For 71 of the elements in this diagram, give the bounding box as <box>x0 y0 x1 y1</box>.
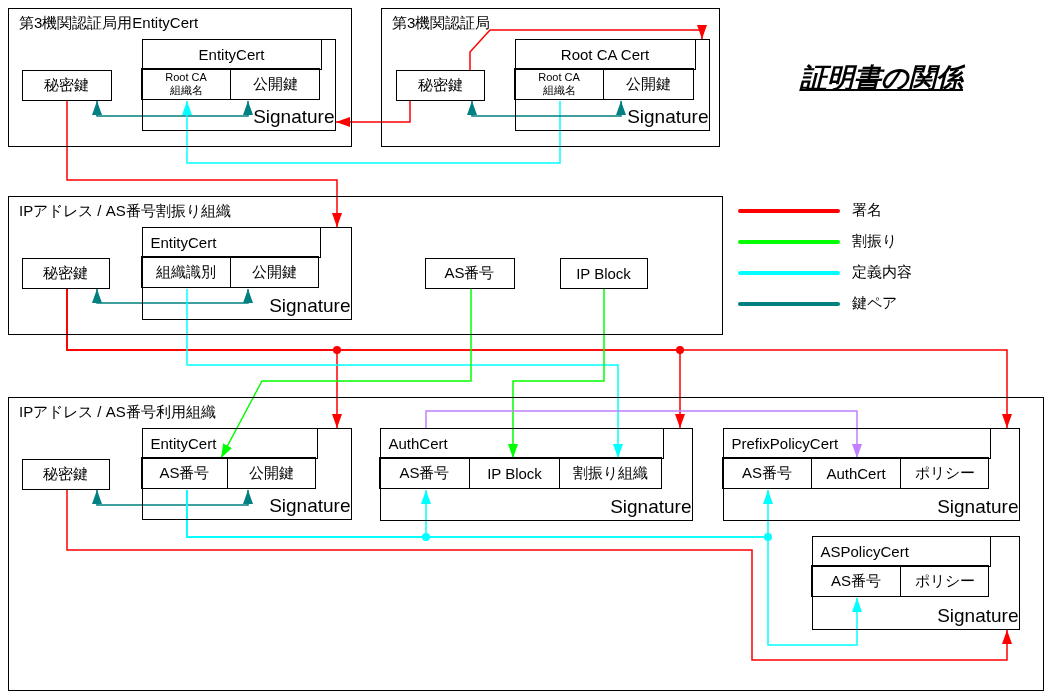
legend-label: 割振り <box>852 232 897 251</box>
panel-heading: 第3機関認証局用EntityCert <box>19 14 199 33</box>
connector-arrow <box>425 410 862 459</box>
field-box: Root CA 組織名 <box>514 68 604 100</box>
signature-label: Signature <box>253 105 335 128</box>
connector-arrow <box>220 288 472 459</box>
connector-arrow <box>469 25 707 71</box>
connector-arrow <box>182 100 561 164</box>
panel-heading: IPアドレス / AS番号利用組織 <box>19 403 216 422</box>
diagram-title: 証明書の関係 <box>800 62 963 95</box>
certificate-header: ASPolicyCert <box>812 536 991 567</box>
certificate-box <box>811 535 1020 630</box>
certificate-header: EntityCert <box>142 227 321 258</box>
legend-label: 署名 <box>852 201 882 220</box>
field-box: 公開鍵 <box>230 68 320 100</box>
field-box: AS番号 <box>141 457 228 489</box>
signature-label: Signature <box>627 105 709 128</box>
field-box: AS番号 <box>379 457 470 489</box>
connector-arrow <box>508 288 605 459</box>
signature-label: Signature <box>269 494 351 517</box>
certificate-box <box>379 427 693 521</box>
certificate-header: AuthCert <box>380 428 664 459</box>
connector-arrow <box>335 100 411 127</box>
connector-arrow <box>92 489 253 506</box>
private-key-box: 秘密鍵 <box>395 69 485 101</box>
organization-panel <box>8 397 1044 691</box>
organization-panel <box>381 8 720 147</box>
legend-label: 鍵ペア <box>852 294 897 313</box>
field-box: AuthCert <box>811 457 901 489</box>
panel-heading: 第3機関認証局 <box>392 14 491 33</box>
connector-arrow <box>92 100 253 117</box>
certificate-box <box>514 38 710 131</box>
certificate-box <box>141 427 352 520</box>
connector-arrow <box>66 288 1012 429</box>
field-box: Root CA 組織名 <box>141 68 231 100</box>
field-box: 組織識別 <box>141 256 231 288</box>
connector-arrow <box>467 100 626 117</box>
signature-label: Signature <box>610 495 692 518</box>
field-box: AS番号 <box>722 457 812 489</box>
legend-label: 定義内容 <box>852 263 912 282</box>
field-box: 公開鍵 <box>227 457 316 489</box>
panel-heading: IPアドレス / AS番号割振り組織 <box>19 202 231 221</box>
field-box: 公開鍵 <box>603 68 694 100</box>
certificate-header: PrefixPolicyCert <box>723 428 991 459</box>
private-key-box: 秘密鍵 <box>21 458 110 490</box>
certificate-header: EntityCert <box>142 428 318 459</box>
connector-arrow <box>66 100 342 228</box>
signature-label: Signature <box>269 294 351 317</box>
signature-label: Signature <box>937 604 1019 627</box>
certificate-header: EntityCert <box>142 39 322 70</box>
field-box: AS番号 <box>811 565 901 597</box>
certificate-header: Root CA Cert <box>515 39 696 70</box>
private-key-box: 秘密鍵 <box>21 257 110 289</box>
resource-box: IP Block <box>559 257 648 289</box>
connector-arrow <box>186 288 623 459</box>
private-key-box: 秘密鍵 <box>21 69 112 101</box>
signature-label: Signature <box>937 495 1019 518</box>
certificate-box <box>722 427 1020 521</box>
field-box: 公開鍵 <box>230 256 319 288</box>
field-box: IP Block <box>469 457 560 489</box>
resource-box: AS番号 <box>424 257 515 289</box>
connector-arrow <box>186 489 862 646</box>
field-box: ポリシー <box>900 457 989 489</box>
organization-panel <box>8 196 723 335</box>
certificate-box <box>141 226 352 320</box>
organization-panel <box>8 8 352 147</box>
certificate-box <box>141 38 336 131</box>
connector-arrow <box>92 288 253 304</box>
connector-arrow <box>66 489 1012 661</box>
field-box: ポリシー <box>900 565 989 597</box>
field-box: 割振り組織 <box>559 457 662 489</box>
